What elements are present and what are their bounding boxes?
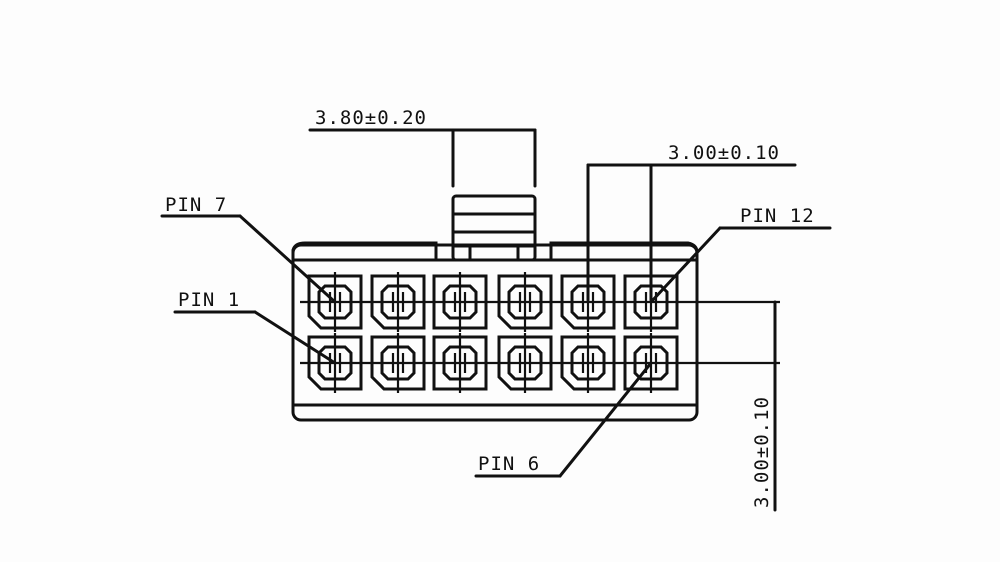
pin12-callout: PIN 12 (649, 205, 832, 304)
dimension-pin-pitch-vertical: 3.00±0.10 (751, 300, 777, 512)
dimension-label: 3.80±0.20 (315, 107, 427, 129)
dimension-label: 3.00±0.10 (668, 142, 780, 164)
latch (451, 194, 537, 262)
pin-cavity (307, 272, 363, 332)
pin7-callout: PIN 7 (160, 194, 337, 304)
connector-housing (291, 241, 699, 422)
dimension-label: 3.00±0.10 (751, 396, 773, 508)
dimension-pin-pitch-horizontal: 3.00±0.10 (586, 142, 797, 302)
pin6-callout: PIN 6 (474, 361, 653, 478)
pin7-label: PIN 7 (165, 194, 227, 216)
pin6-label: PIN 6 (478, 453, 540, 475)
pin12-label: PIN 12 (740, 205, 815, 227)
pin1-callout: PIN 1 (173, 289, 337, 365)
dimension-latch-width: 3.80±0.20 (308, 107, 537, 188)
pin-grid (307, 272, 679, 393)
pin1-label: PIN 1 (178, 289, 240, 311)
